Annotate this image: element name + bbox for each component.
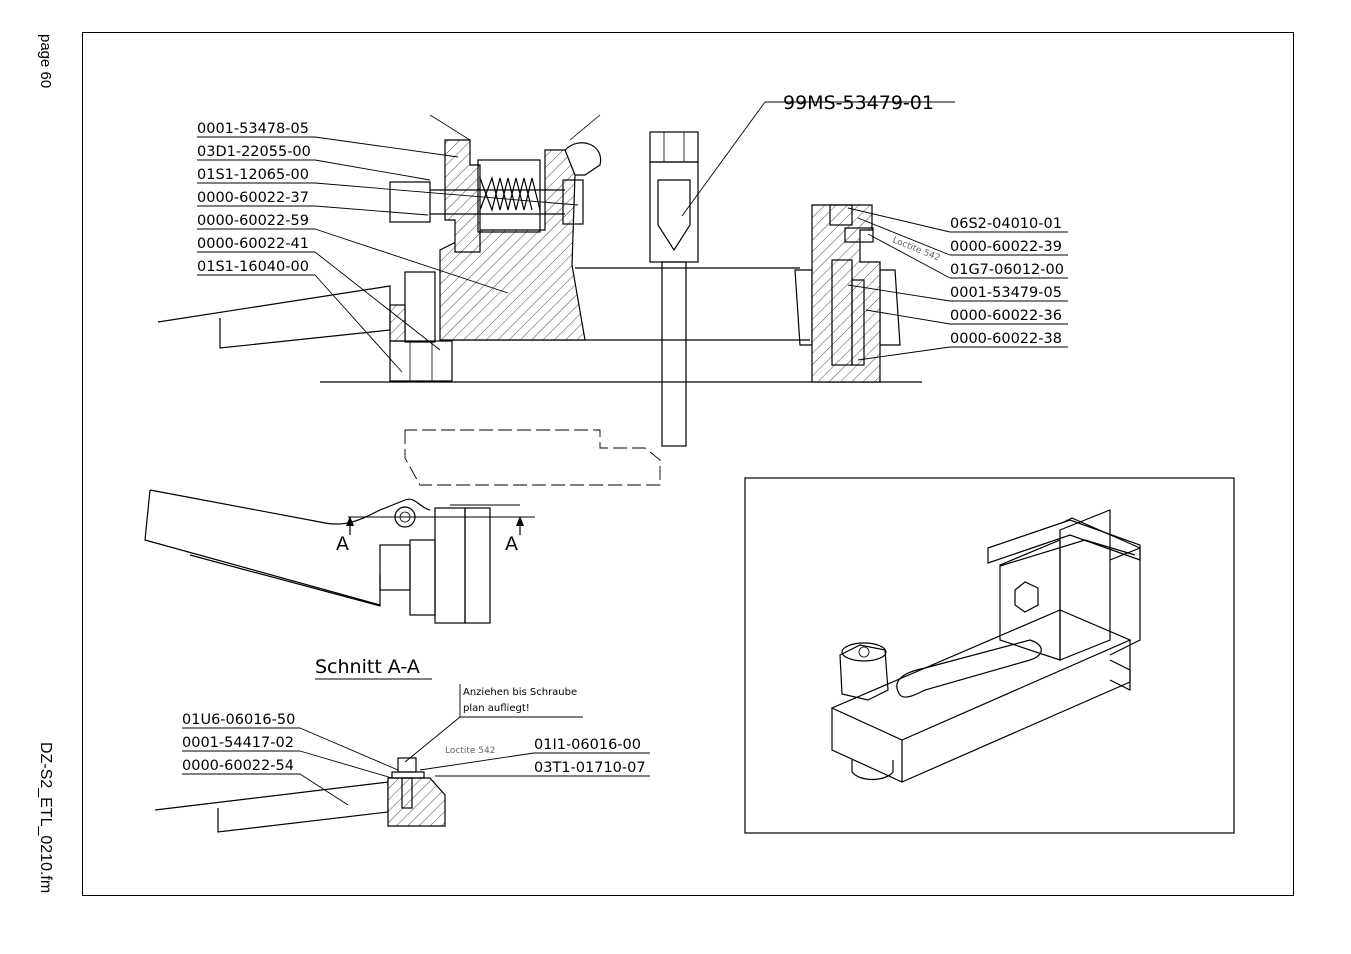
callout-left-1: 0001-53478-05 [197, 121, 309, 137]
callout-bottom-left-3: 0000-60022-54 [182, 758, 294, 774]
note-line-1: Anziehen bis Schraube [463, 687, 577, 698]
callout-left-7: 01S1-16040-00 [197, 259, 309, 275]
callout-left-5: 0000-60022-59 [197, 213, 309, 229]
callout-bottom-left-1: 01U6-06016-50 [182, 712, 295, 728]
right-callouts: 06S2-04010-01 0000-60022-39 01G7-06012-0… [847, 207, 1068, 361]
section-title: Schnitt A-A [315, 656, 420, 678]
callout-right-4: 0001-53479-05 [950, 285, 1062, 301]
clamp-assembly-isometric-illustration [744, 477, 1235, 834]
section-marker-right: A [505, 533, 518, 555]
assembly-number: 99MS-53479-01 [783, 92, 934, 114]
callout-right-1: 06S2-04010-01 [950, 216, 1062, 232]
note-line-2: plan aufliegt! [463, 703, 530, 714]
side-view: A A [144, 489, 535, 624]
top-title-callout: 99MS-53479-01 [681, 92, 955, 217]
callout-left-6: 0000-60022-41 [197, 236, 309, 252]
callout-right-5: 0000-60022-36 [950, 308, 1062, 324]
callout-bottom-left-2: 0001-54417-02 [182, 735, 294, 751]
callout-bottom-right-1: 01I1-06016-00 [534, 737, 641, 753]
left-callouts: 0001-53478-05 03D1-22055-00 01S1-12065-0… [197, 121, 579, 373]
callout-right-3: 01G7-06012-00 [950, 262, 1064, 278]
main-section-view [157, 114, 922, 486]
callout-right-6: 0000-60022-38 [950, 331, 1062, 347]
drawing-frame [82, 32, 1294, 896]
callout-left-2: 03D1-22055-00 [197, 144, 311, 160]
callout-bottom-right-2: 03T1-01710-07 [534, 760, 646, 776]
section-a-a: Schnitt A-A Anziehen bis Schraube plan a… [154, 656, 650, 833]
callout-right-2: 0000-60022-39 [950, 239, 1062, 255]
callout-left-3: 01S1-12065-00 [197, 167, 309, 183]
loctite-note-lower: Loctite 542 [445, 746, 495, 756]
section-marker-left: A [336, 533, 349, 555]
callout-left-4: 0000-60022-37 [197, 190, 309, 206]
